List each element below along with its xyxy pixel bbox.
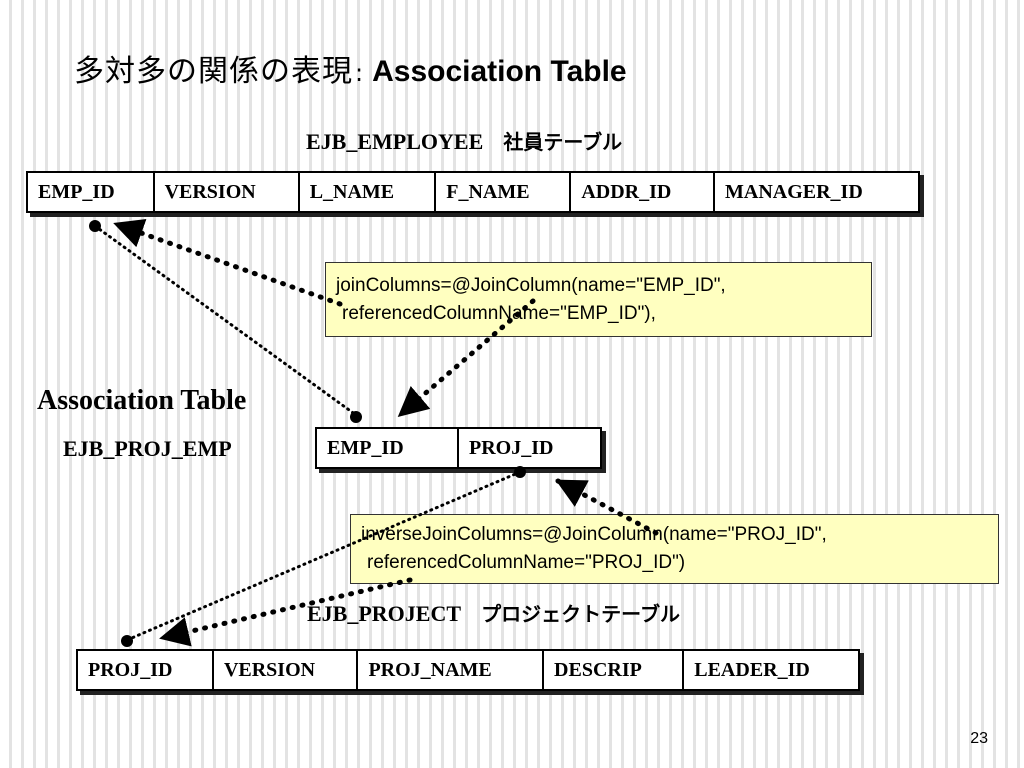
project-col-leader-id: LEADER_ID: [682, 649, 860, 691]
employee-col-addr-id: ADDR_ID: [569, 171, 715, 213]
title-separator: :: [355, 59, 365, 87]
join-note-line-2: referencedColumnName="EMP_ID"),: [342, 303, 656, 324]
employee-table-jp-name: 社員テーブル: [503, 130, 623, 154]
emp-id-link-line: [93, 224, 358, 417]
project-col-version: VERSION: [211, 649, 359, 691]
inverse-note-line-1: inverseJoinColumns=@JoinColumn(name="PRO…: [361, 524, 827, 545]
title-english: Association Table: [372, 55, 627, 88]
employee-emp-id-dot: [89, 220, 101, 232]
association-table: EMP_ID PROJ_ID: [315, 427, 602, 469]
project-table-caption: EJB_PROJECT プロジェクトテーブル: [307, 598, 680, 627]
table-row: EMP_ID VERSION L_NAME F_NAME ADDR_ID MAN…: [26, 171, 920, 213]
employee-col-version: VERSION: [152, 171, 300, 213]
association-proj-id-dot: [514, 466, 526, 478]
employee-table-name: EJB_EMPLOYEE: [306, 129, 484, 154]
project-col-proj-name: PROJ_NAME: [356, 649, 545, 691]
project-table: PROJ_ID VERSION PROJ_NAME DESCRIP LEADER…: [76, 649, 860, 691]
table-row: PROJ_ID VERSION PROJ_NAME DESCRIP LEADER…: [76, 649, 860, 691]
page-number: 23: [970, 730, 988, 747]
association-table-label: Association Table: [37, 385, 247, 416]
employee-table-caption: EJB_EMPLOYEE 社員テーブル: [306, 126, 622, 155]
project-proj-id-dot: [121, 635, 133, 647]
employee-table: EMP_ID VERSION L_NAME F_NAME ADDR_ID MAN…: [26, 171, 920, 213]
join-note-arrow-to-employee: [113, 218, 343, 307]
employee-col-l-name: L_NAME: [297, 171, 437, 213]
inverse-note-arrow-to-project: [159, 577, 413, 647]
join-note-arrow-to-association: [397, 298, 536, 418]
employee-col-emp-id: EMP_ID: [26, 171, 155, 213]
employee-col-f-name: F_NAME: [434, 171, 572, 213]
inverse-note-arrow-to-association: [555, 478, 659, 536]
title-japanese: 多対多の関係の表現: [74, 54, 353, 89]
project-col-descrip: DESCRIP: [542, 649, 685, 691]
project-table-jp-name: プロジェクトテーブル: [481, 602, 680, 626]
association-emp-id-dot: [350, 411, 362, 423]
project-col-proj-id: PROJ_ID: [76, 649, 214, 691]
slide-title: 多対多の関係の表現:Association Table: [74, 46, 627, 90]
proj-id-link-line: [125, 470, 522, 642]
inverse-join-columns-note: inverseJoinColumns=@JoinColumn(name="PRO…: [350, 514, 999, 584]
inverse-note-line-2: referencedColumnName="PROJ_ID"): [367, 552, 686, 573]
employee-col-manager-id: MANAGER_ID: [713, 171, 920, 213]
association-col-proj-id: PROJ_ID: [457, 427, 602, 469]
join-note-line-1: joinColumns=@JoinColumn(name="EMP_ID",: [336, 275, 726, 296]
association-col-emp-id: EMP_ID: [315, 427, 459, 469]
association-table-name: EJB_PROJ_EMP: [63, 436, 232, 461]
join-columns-note: joinColumns=@JoinColumn(name="EMP_ID", r…: [325, 262, 872, 337]
project-table-name: EJB_PROJECT: [307, 601, 462, 626]
table-row: EMP_ID PROJ_ID: [315, 427, 602, 469]
